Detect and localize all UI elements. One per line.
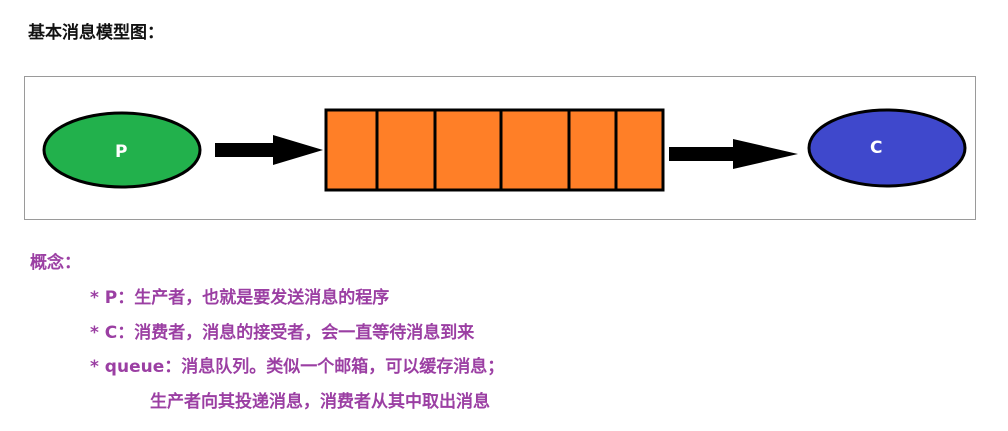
note-queue: * queue：消息队列。类似一个邮箱，可以缓存消息； [90, 357, 505, 377]
producer-node: P [42, 111, 202, 189]
arrow-producer-to-queue [215, 135, 323, 165]
diagram-canvas: P C [42, 108, 967, 192]
page-title: 基本消息模型图： [28, 23, 164, 43]
note-queue-continued: 生产者向其投递消息，消费者从其中取出消息 [150, 392, 490, 412]
producer-ellipse [42, 111, 202, 189]
queue-node [324, 108, 665, 192]
note-consumer: * C：消费者，消息的接受者，会一直等待消息到来 [90, 323, 475, 343]
arrow-queue-to-consumer [669, 139, 798, 169]
arrow-head-right [733, 139, 798, 169]
consumer-node: C [807, 108, 967, 188]
message-model-diagram: P C [24, 76, 976, 220]
arrow-shaft-right [669, 147, 735, 161]
consumer-ellipse [807, 108, 967, 188]
queue-box [324, 108, 665, 192]
arrow-head-left [273, 135, 323, 165]
consumer-label: C [870, 138, 882, 158]
producer-label: P [115, 142, 127, 162]
note-producer: * P：生产者，也就是要发送消息的程序 [90, 288, 390, 308]
arrow-shaft-left [215, 143, 275, 157]
notes-heading: 概念： [30, 253, 81, 273]
